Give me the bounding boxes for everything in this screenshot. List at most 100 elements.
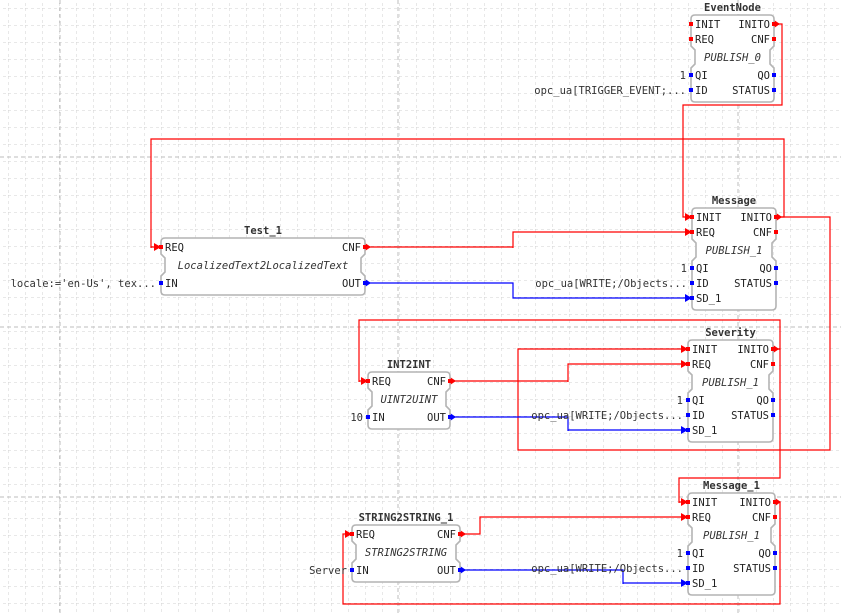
pin-status-marker[interactable]	[772, 88, 776, 92]
pin-qi-marker[interactable]	[686, 551, 690, 555]
parameter-value-id[interactable]: opc_ua[WRITE;/Objects...	[535, 278, 687, 290]
pin-init-marker[interactable]	[686, 347, 690, 351]
block-body[interactable]	[687, 492, 776, 596]
pin-qo-marker[interactable]	[774, 266, 778, 270]
pin-req-marker[interactable]	[366, 379, 370, 383]
pin-status-label: STATUS	[734, 278, 772, 290]
pin-status-marker[interactable]	[774, 281, 778, 285]
pin-init-marker[interactable]	[689, 22, 693, 26]
wire[interactable]	[460, 516, 688, 535]
pin-qo-marker[interactable]	[772, 73, 776, 77]
pin-qi-marker[interactable]	[686, 398, 690, 402]
pin-out-marker[interactable]	[458, 568, 462, 572]
pin-inito-marker[interactable]	[774, 215, 778, 219]
block-instance-name[interactable]: Message_1	[703, 480, 760, 492]
parameter-value-qi[interactable]: 1	[681, 263, 687, 275]
wire[interactable]	[450, 363, 688, 382]
pin-req-marker[interactable]	[350, 532, 354, 536]
pin-qo-label: QO	[759, 263, 772, 275]
pin-qi-marker[interactable]	[690, 266, 694, 270]
pin-id-marker[interactable]	[689, 88, 693, 92]
pin-cnf-marker[interactable]	[772, 37, 776, 41]
block-instance-name[interactable]: STRING2STRING_1	[359, 512, 454, 524]
wire[interactable]	[460, 569, 688, 584]
block-body[interactable]	[690, 14, 775, 103]
pin-req-marker[interactable]	[159, 245, 163, 249]
block-body[interactable]	[687, 339, 774, 443]
pin-req-marker[interactable]	[686, 362, 690, 366]
pin-sd_1-marker[interactable]	[686, 581, 690, 585]
parameter-value-qi[interactable]: 1	[677, 395, 683, 407]
parameter-value-in[interactable]: 10	[350, 412, 363, 424]
pin-qo-marker[interactable]	[771, 398, 775, 402]
block-instance-name[interactable]: Message	[712, 195, 756, 207]
pin-req-marker[interactable]	[686, 515, 690, 519]
parameter-value-id[interactable]: opc_ua[TRIGGER_EVENT;...	[534, 85, 686, 97]
block-instance-name[interactable]: Severity	[705, 327, 756, 339]
pin-cnf-marker[interactable]	[771, 362, 775, 366]
pin-id-marker[interactable]	[690, 281, 694, 285]
wire[interactable]	[450, 416, 688, 431]
pin-out-marker[interactable]	[363, 281, 367, 285]
pin-cnf-marker[interactable]	[773, 515, 777, 519]
pin-out-marker[interactable]	[448, 415, 452, 419]
wire[interactable]	[682, 23, 783, 218]
arrow-head-icon	[681, 426, 688, 434]
pin-id-marker[interactable]	[686, 566, 690, 570]
pin-status-label: STATUS	[732, 85, 770, 97]
pin-req-marker[interactable]	[690, 230, 694, 234]
block-body[interactable]	[367, 371, 451, 430]
pin-in-marker[interactable]	[350, 568, 354, 572]
pin-inito-marker[interactable]	[773, 500, 777, 504]
pin-sd_1-marker[interactable]	[686, 428, 690, 432]
block-instance-name[interactable]: EventNode	[704, 2, 761, 14]
pin-id-marker[interactable]	[686, 413, 690, 417]
function-block-message-1[interactable]: Message_1PUBLISH_1INITREQINITOCNFQIIDSD_…	[531, 480, 777, 596]
function-block-eventnode[interactable]: EventNodePUBLISH_0INITREQINITOCNFQIIDQOS…	[534, 2, 776, 103]
parameter-value-id[interactable]: opc_ua[WRITE;/Objects...	[531, 563, 683, 575]
parameter-value-qi[interactable]: 1	[680, 70, 686, 82]
function-block-message[interactable]: MessagePUBLISH_1INITREQINITOCNFQIIDSD_1Q…	[535, 195, 778, 311]
parameter-value-in[interactable]: locale:='en-Us', tex...	[11, 278, 156, 290]
pin-cnf-marker[interactable]	[448, 379, 452, 383]
pin-req-label: REQ	[165, 242, 184, 254]
pin-cnf-label: CNF	[427, 376, 446, 388]
block-type-name: PUBLISH_1	[703, 530, 760, 542]
pin-req-marker[interactable]	[689, 37, 693, 41]
parameter-value-qi[interactable]: 1	[677, 548, 683, 560]
block-body[interactable]	[691, 207, 777, 311]
arrow-head-icon	[685, 228, 692, 236]
pin-in-marker[interactable]	[366, 415, 370, 419]
wire[interactable]	[517, 216, 831, 451]
pin-qi-marker[interactable]	[689, 73, 693, 77]
pin-inito-marker[interactable]	[771, 347, 775, 351]
pin-status-marker[interactable]	[771, 413, 775, 417]
pin-status-marker[interactable]	[773, 566, 777, 570]
wire[interactable]	[678, 348, 781, 503]
pin-qo-label: QO	[756, 395, 769, 407]
pin-qi-label: QI	[692, 548, 705, 560]
pin-sd_1-marker[interactable]	[690, 296, 694, 300]
wire[interactable]	[365, 231, 692, 248]
wire[interactable]	[365, 282, 692, 299]
pin-qo-marker[interactable]	[773, 551, 777, 555]
block-body[interactable]	[160, 237, 366, 296]
pin-init-label: INIT	[696, 212, 722, 224]
pin-init-marker[interactable]	[686, 500, 690, 504]
pin-in-marker[interactable]	[159, 281, 163, 285]
pin-inito-marker[interactable]	[772, 22, 776, 26]
parameter-value-in[interactable]: Server	[309, 565, 347, 577]
pin-cnf-marker[interactable]	[774, 230, 778, 234]
pin-init-marker[interactable]	[690, 215, 694, 219]
block-instance-name[interactable]: Test_1	[244, 225, 282, 237]
pin-cnf-marker[interactable]	[363, 245, 367, 249]
parameter-value-id[interactable]: opc_ua[WRITE;/Objects...	[531, 410, 683, 422]
pin-cnf-marker[interactable]	[458, 532, 462, 536]
block-body[interactable]	[351, 524, 461, 583]
block-instance-name[interactable]: INT2INT	[387, 359, 431, 371]
function-block-severity[interactable]: SeverityPUBLISH_1INITREQINITOCNFQIIDSD_1…	[531, 327, 775, 443]
